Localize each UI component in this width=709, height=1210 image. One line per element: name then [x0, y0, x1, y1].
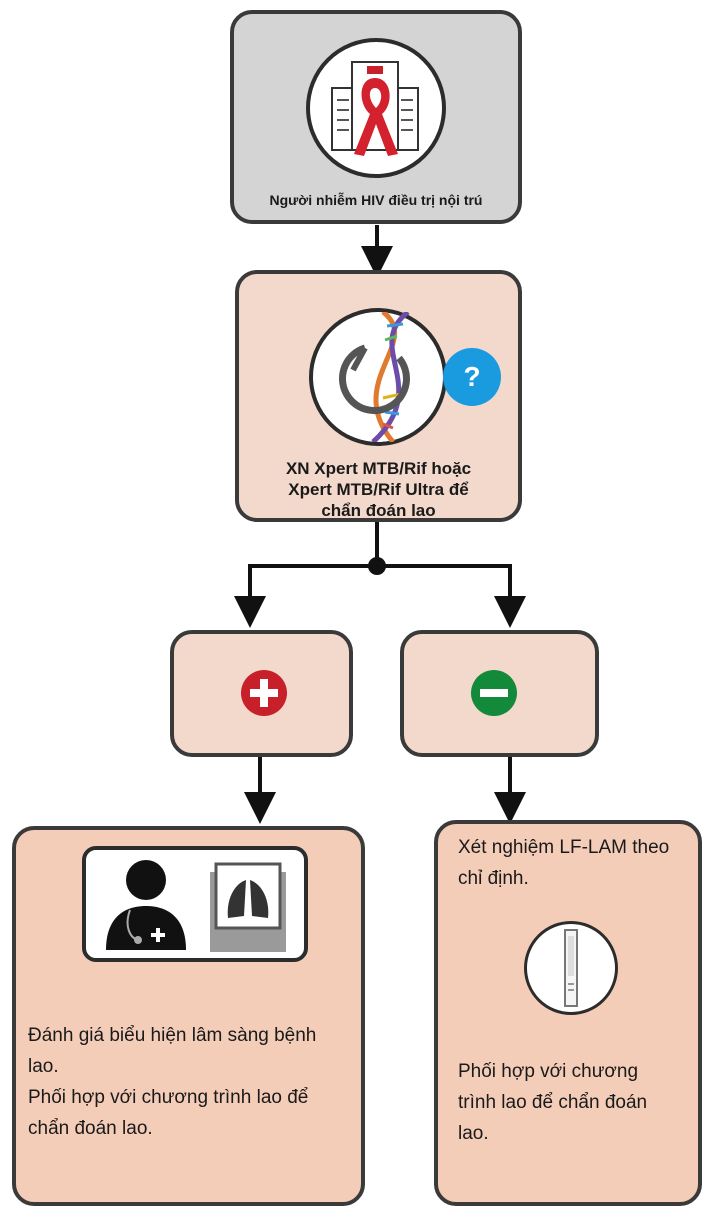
doctor-icon [106, 860, 186, 950]
start-box: Người nhiễm HIV điều trị nội trú [230, 10, 522, 224]
question-badge-text: ? [463, 361, 481, 392]
dna-test-icon [309, 308, 447, 446]
test-label-line1: XN Xpert MTB/Rif hoặc [285, 459, 472, 478]
negative-action-title: Xét nghiệm LF-LAM theo chỉ định. [458, 832, 698, 894]
arrow-to-negative [377, 564, 526, 628]
positive-action-line4: chẩn đoán lao. [28, 1118, 153, 1139]
test-label-line2: Xpert MTB/Rif Ultra để [288, 480, 469, 499]
test-box: ? XN Xpert MTB/Rif hoặc Xpert MTB/Rif Ul… [235, 270, 522, 522]
negative-action-title-line1: Xét nghiệm LF-LAM theo [458, 837, 670, 858]
negative-action-box: Xét nghiệm LF-LAM theo chỉ định. Phối hợ… [434, 820, 702, 1206]
positive-action-line3: Phối hợp với chương trình lao để [28, 1087, 309, 1108]
positive-action-box: Đánh giá biểu hiện lâm sàng bệnh lao. Ph… [12, 826, 365, 1206]
negative-action-body-line3: lao. [458, 1123, 489, 1144]
minus-icon [471, 670, 517, 716]
negative-action-body-line1: Phối hợp với chương [458, 1061, 639, 1082]
positive-result-box [170, 630, 353, 757]
negative-action-title-line2: chỉ định. [458, 868, 529, 889]
positive-action-text: Đánh giá biểu hiện lâm sàng bệnh lao. Ph… [28, 1020, 358, 1144]
question-badge: ? [443, 348, 501, 406]
negative-action-body-line2: trình lao để chẩn đoán [458, 1092, 648, 1113]
test-label-line3: chẩn đoán lao [321, 501, 436, 520]
test-label: XN Xpert MTB/Rif hoặc Xpert MTB/Rif Ultr… [239, 458, 518, 521]
clinician-xray-card [82, 846, 308, 962]
lf-lam-strip-icon [524, 921, 618, 1015]
positive-action-line1: Đánh giá biểu hiện lâm sàng bệnh [28, 1025, 317, 1046]
lung-xray-icon [210, 862, 286, 952]
negative-action-body: Phối hợp với chương trình lao để chẩn đo… [458, 1056, 698, 1149]
negative-result-box [400, 630, 599, 757]
arrow-to-positive [234, 564, 377, 628]
plus-icon [241, 670, 287, 716]
positive-action-line2: lao. [28, 1056, 59, 1077]
start-label: Người nhiễm HIV điều trị nội trú [269, 192, 483, 208]
hiv-hospital-icon [306, 38, 446, 178]
